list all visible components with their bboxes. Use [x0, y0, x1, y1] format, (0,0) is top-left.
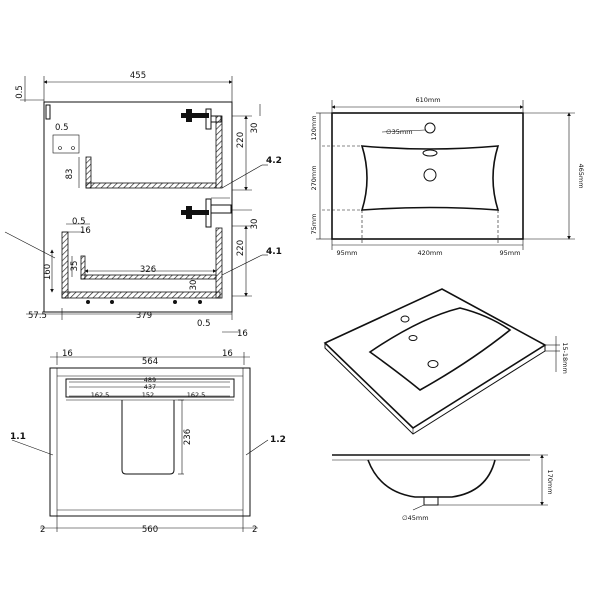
bottom-offset-label: 0.5	[197, 319, 211, 329]
back-margin-label: 75mm	[310, 214, 318, 235]
callout-right-label: 1.2	[270, 435, 286, 445]
drawer-height-label: 160	[43, 264, 53, 280]
callout-4-2: 4.2	[221, 156, 282, 189]
drawer-side-label: 83	[65, 169, 75, 180]
cabinet-side-outline	[43, 101, 233, 313]
gap-lower-label: 30	[250, 219, 260, 230]
rim-thickness-label: 15-18mm	[561, 342, 569, 374]
dim-lower-right: 30 220	[232, 209, 260, 297]
cabinet-front-view: 16 564 16 489 437 162.5 152 162.5 236 1.…	[10, 349, 286, 535]
side-left-label: 16	[62, 349, 73, 359]
iso-drain-icon	[427, 360, 439, 368]
drawer-depth-label: 326	[140, 265, 156, 275]
lower-side-label: 16	[80, 226, 91, 236]
dim-drawer-depth: 326 30	[84, 265, 217, 291]
drain-icon	[423, 168, 437, 182]
callout-1-1: 1.1	[10, 432, 54, 456]
iso-overflow-icon	[408, 335, 418, 341]
side-right-label: 16	[222, 349, 233, 359]
drawer-bottom-label: 30	[189, 280, 199, 291]
seg-mid-label: 152	[142, 391, 154, 399]
overflow-icon	[422, 149, 438, 157]
dim-lower-left: 0.5 16 160 35	[4, 217, 91, 293]
dim-width-top: 455	[43, 71, 233, 102]
callout-lower-label: 4.1	[266, 247, 282, 257]
bowl-width-label: 420mm	[417, 249, 442, 257]
drain-cutout	[121, 400, 175, 475]
inner-offset-label: 0.5	[55, 123, 69, 133]
basin-iso-top	[323, 288, 547, 430]
seg-right-label: 162.5	[187, 391, 206, 399]
dim-width-top-label: 455	[130, 71, 146, 81]
basin-section-view: ∅45mm 170mm	[332, 454, 554, 522]
gap-upper-label: 30	[250, 123, 260, 134]
dim-offset-top-label: 0.5	[15, 85, 25, 99]
middle-runner	[181, 197, 232, 228]
left-margin-label: 95mm	[337, 249, 358, 257]
right-margin-label: 95mm	[500, 249, 521, 257]
waste-outlet	[423, 496, 439, 506]
iso-tap-hole-icon	[400, 315, 410, 323]
front-top-dims: 16 564 16	[50, 349, 250, 367]
inner-1-label: 489	[144, 376, 156, 384]
basin-depth-label: 465mm	[577, 163, 585, 188]
callout-1-2: 1.2	[245, 435, 286, 456]
inner-2-label: 437	[144, 383, 156, 391]
section-depth-label: 170mm	[546, 469, 554, 494]
front-outline	[49, 367, 251, 517]
basin-top-band	[65, 378, 235, 398]
height-lower-label: 220	[236, 240, 246, 256]
seg-left-label: 162.5	[91, 391, 110, 399]
front-margin-label: 120mm	[310, 115, 318, 140]
drawer-small-label: 35	[70, 261, 80, 272]
basin-width-label: 610mm	[415, 96, 440, 104]
callout-4-1: 4.1	[221, 247, 282, 276]
tap-hole-label: ∅35mm	[386, 128, 413, 136]
basin-iso-bowl	[368, 307, 512, 391]
base-right-label: 2	[252, 525, 257, 535]
upper-runner	[181, 108, 222, 130]
cutout-height-label: 236	[183, 429, 193, 445]
base-width-label: 560	[142, 525, 158, 535]
overall-top-label: 564	[142, 357, 158, 367]
bowl-depth-top-label: 270mm	[310, 165, 318, 190]
basin-top-outline	[331, 112, 524, 240]
upper-drawer: 83	[65, 115, 223, 189]
bottom-depth-label: 379	[136, 311, 152, 321]
dim-offset-top: 0.5	[15, 76, 44, 102]
lower-offset-label: 0.5	[72, 217, 86, 227]
callout-left-label: 1.1	[10, 432, 26, 442]
basin-section-bowl	[367, 459, 496, 498]
bottom-left-label: 57.5	[28, 311, 47, 321]
waste-hole-label: ∅45mm	[402, 514, 429, 522]
dim-bottom: 57.5 379 0.5 16	[26, 308, 248, 339]
lower-drawer	[61, 227, 223, 304]
callout-upper-label: 4.2	[266, 156, 282, 166]
bottom-side-label: 16	[237, 329, 248, 339]
height-upper-label: 220	[236, 132, 246, 148]
basin-iso-view: 15-18mm	[323, 288, 569, 435]
upper-hinge: 0.5	[45, 104, 80, 154]
base-left-label: 2	[40, 525, 45, 535]
tap-hole-icon	[424, 122, 436, 134]
basin-top-view: 610mm ∅35mm 120mm 270mm 75mm 465mm 95mm …	[310, 96, 585, 257]
cabinet-side-view: 455 0.5 0.5	[4, 71, 282, 339]
dim-upper-right: 220 30	[232, 104, 261, 191]
